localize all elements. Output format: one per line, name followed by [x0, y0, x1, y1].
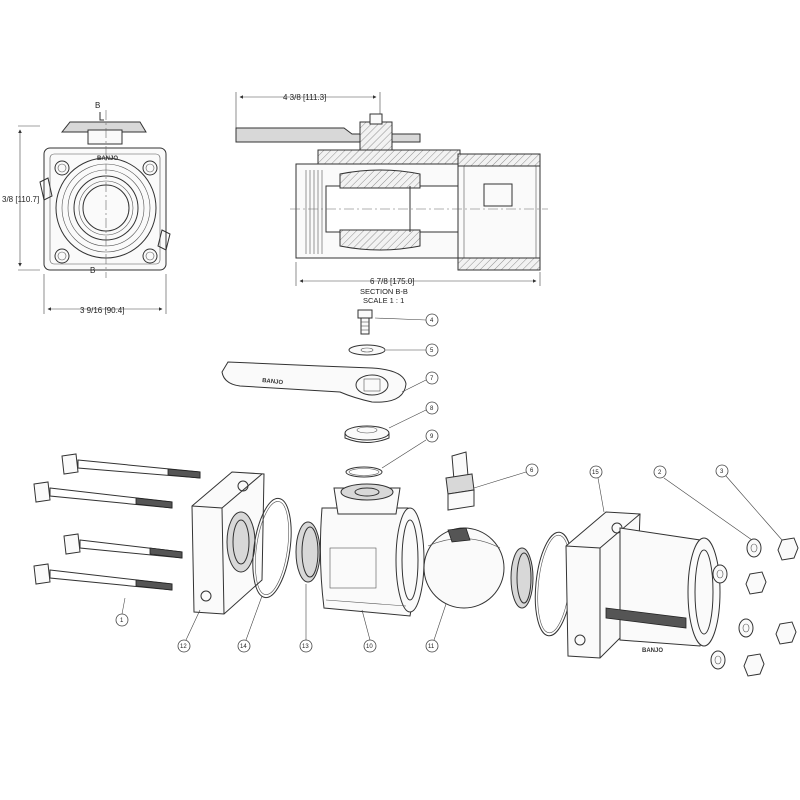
part-9-oring	[345, 466, 383, 478]
part-8-thrust-washer	[344, 425, 390, 443]
part-11-ball	[423, 527, 505, 609]
bolt-3	[63, 533, 183, 559]
balloon-8: 8	[430, 406, 434, 412]
section-view: 4 3/8 [111.3]	[235, 92, 548, 305]
tailpiece-logo: BANJO	[642, 648, 663, 654]
part-1-bolts	[33, 453, 201, 591]
balloon-13: 13	[302, 644, 309, 650]
bolt-1	[61, 453, 201, 479]
balloon-10: 10	[366, 644, 373, 650]
section-marker-bottom: B	[90, 266, 95, 275]
balloon-2: 2	[658, 470, 662, 476]
balloon-1: 1	[120, 618, 124, 624]
balloon-14: 14	[240, 644, 247, 650]
handle-logo: BANJO	[262, 378, 284, 386]
part-6-stem	[445, 451, 475, 511]
dim-overall-length: 6 7/8 [175.0]	[370, 277, 414, 286]
balloon-9: 9	[430, 434, 434, 440]
front-view: BANJO B B 3/8 [110.7] 3 9/16 [90.4]	[2, 101, 171, 315]
balloon-4: 4	[430, 318, 434, 324]
dim-body-height: 3/8 [110.7]	[2, 195, 39, 204]
balloon-5: 5	[430, 348, 434, 354]
part-10-body	[319, 483, 425, 617]
section-scale: SCALE 1 : 1	[363, 296, 404, 305]
part-3-nuts	[743, 537, 799, 677]
right-seat	[510, 547, 534, 609]
section-title: SECTION B-B	[360, 287, 408, 296]
part-7-handle: BANJO	[221, 361, 407, 403]
balloon-7: 7	[430, 376, 434, 382]
part-5-washer	[348, 344, 386, 356]
front-logo: BANJO	[97, 156, 118, 162]
bolt-4	[33, 563, 173, 591]
balloon-15: 15	[592, 470, 599, 476]
thread-lines	[305, 170, 323, 254]
balloon-3: 3	[720, 469, 724, 475]
part-15-tailpiece: BANJO	[565, 511, 721, 659]
part-12-end-flange	[191, 471, 265, 615]
bolt-2	[33, 481, 173, 509]
balloon-6: 6	[530, 468, 534, 474]
part-4-screw	[357, 309, 373, 335]
dim-handle-length: 4 3/8 [111.3]	[283, 93, 326, 102]
part-2-washers	[710, 538, 762, 670]
section-marker-top: B	[95, 101, 100, 110]
balloon-11: 11	[428, 644, 435, 650]
dim-body-width: 3 9/16 [90.4]	[80, 306, 124, 315]
balloon-group: 1 2 3 4 5 6 7 8 9 10 11 12	[115, 313, 783, 653]
part-14-gasket	[252, 497, 292, 599]
balloon-12: 12	[180, 644, 187, 650]
part-13-seat	[295, 521, 321, 583]
